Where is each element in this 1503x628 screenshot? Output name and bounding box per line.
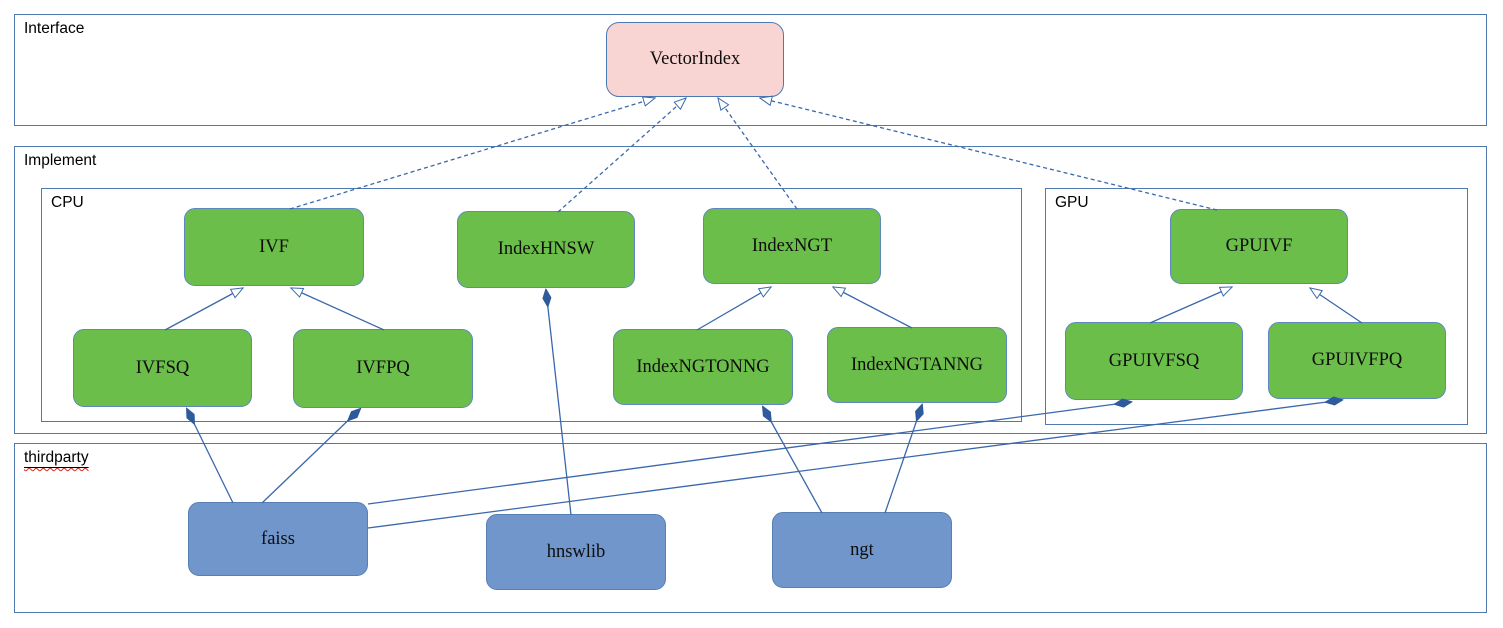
node-indexhnsw[interactable]: IndexHNSW (457, 211, 635, 288)
node-indexngtonng[interactable]: IndexNGTONNG (613, 329, 793, 405)
node-gpuivfsq[interactable]: GPUIVFSQ (1065, 322, 1243, 400)
node-indexngt[interactable]: IndexNGT (703, 208, 881, 284)
node-ivfsq[interactable]: IVFSQ (73, 329, 252, 407)
node-label-ivfpq: IVFPQ (356, 358, 410, 378)
node-label-gpuivf: GPUIVF (1225, 236, 1293, 256)
node-label-indexhnsw: IndexHNSW (497, 239, 595, 259)
node-ngt[interactable]: ngt (772, 512, 952, 588)
container-label-cpu: CPU (51, 194, 84, 211)
node-gpuivfpq[interactable]: GPUIVFPQ (1268, 322, 1446, 399)
node-label-ivf: IVF (259, 236, 289, 257)
node-label-hnswlib: hnswlib (546, 541, 606, 562)
node-label-ivfsq: IVFSQ (135, 357, 190, 378)
node-vectorindex[interactable]: VectorIndex (606, 22, 784, 97)
container-label-gpu: GPU (1055, 194, 1089, 211)
node-indexngtanng[interactable]: IndexNGTANNG (827, 327, 1007, 403)
node-gpuivf[interactable]: GPUIVF (1170, 209, 1348, 284)
node-label-indexngtanng: IndexNGTANNG (850, 354, 984, 375)
node-faiss[interactable]: faiss (188, 502, 368, 576)
node-label-faiss: faiss (261, 528, 295, 549)
container-label-implement: Implement (24, 152, 97, 169)
container-label-thirdparty: thirdparty (24, 449, 89, 466)
node-label-indexngt: IndexNGT (751, 235, 833, 256)
node-label-gpuivfsq: GPUIVFSQ (1108, 350, 1200, 371)
node-label-vectorindex: VectorIndex (649, 49, 741, 69)
node-ivfpq[interactable]: IVFPQ (293, 329, 473, 408)
node-ivf[interactable]: IVF (184, 208, 364, 286)
container-label-interface: Interface (24, 20, 85, 37)
node-label-gpuivfpq: GPUIVFPQ (1311, 350, 1403, 370)
node-hnswlib[interactable]: hnswlib (486, 514, 666, 590)
node-label-ngt: ngt (850, 539, 874, 560)
node-label-indexngtonng: IndexNGTONNG (636, 356, 770, 377)
